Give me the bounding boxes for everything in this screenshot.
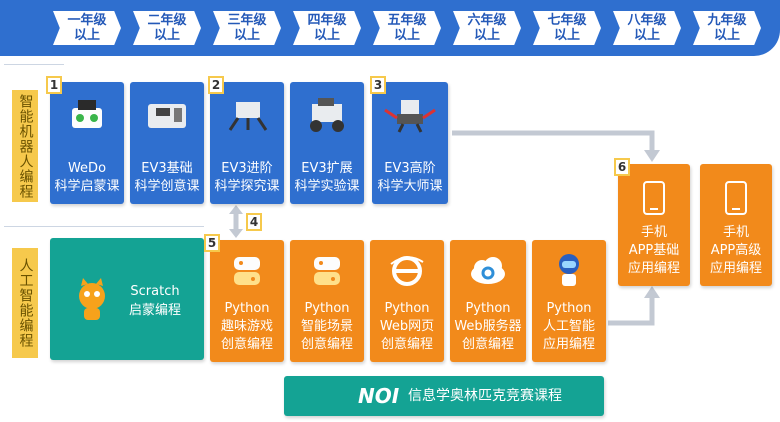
course-ev3-basic[interactable]: EV3基础 科学创意课 [130,82,204,204]
python-icon [234,257,260,285]
course-label: Python 人工智能 应用编程 [542,301,595,352]
noi-course-bar[interactable]: NOI 信息学奥林匹克竞赛课程 [284,376,604,416]
phone-icon [725,181,747,215]
divider-middle [4,226,204,227]
course-python-scene[interactable]: Python 智能场景 创意编程 [290,240,364,362]
grade-4: 四年级 以上 [293,11,361,45]
python-icon [314,257,340,285]
course-ev3-master[interactable]: EV3高阶 科学大师课 [372,82,448,204]
ev3-advanced-robot-icon [384,100,436,133]
course-app-basic[interactable]: 手机 APP基础 应用编程 [618,164,690,286]
course-label: 手机 APP基础 应用编程 [627,225,680,276]
cloud-gear-icon [471,257,505,284]
course-label: EV3高阶 科学大师课 [377,161,443,194]
badge-3: 3 [370,76,386,94]
course-label: Python 趣味游戏 创意编程 [220,301,273,352]
course-ev3-extension[interactable]: EV3扩展 科学实验课 [290,82,364,204]
ev3-vehicle-icon [310,98,344,132]
ai-robot-icon [559,254,579,286]
course-app-advanced[interactable]: 手机 APP高级 应用编程 [700,164,772,286]
noi-logo: NOI [358,384,400,408]
grade-8: 八年级 以上 [613,11,681,45]
ev3-walker-icon [228,102,268,131]
ie-browser-icon [390,256,424,286]
grade-1: 一年级 以上 [53,11,121,45]
phone-icon [643,181,665,215]
scratch-cat-icon [79,278,105,320]
grade-6: 六年级 以上 [453,11,521,45]
course-label: 手机 APP高级 应用编程 [709,225,762,276]
divider-top [4,64,64,65]
course-label: Scratch 启蒙编程 [128,284,181,318]
track-label-ai: 人工智能编程 [12,248,38,358]
course-wedo[interactable]: WeDo 科学启蒙课 [50,82,124,204]
course-scratch[interactable]: Scratch 启蒙编程 [50,238,204,360]
course-python-game[interactable]: Python 趣味游戏 创意编程 [210,240,284,362]
track-label-robot: 智能机器人编程 [12,90,38,202]
course-label: EV3扩展 科学实验课 [294,161,360,194]
course-ev3-advanced[interactable]: EV3进阶 科学探究课 [210,82,284,204]
badge-4: 4 [246,213,262,231]
course-label: Python 智能场景 创意编程 [300,301,353,352]
wedo-robot-icon [72,100,102,128]
badge-5: 5 [204,234,220,252]
grade-3: 三年级 以上 [213,11,281,45]
course-python-ai[interactable]: Python 人工智能 应用编程 [532,240,606,362]
course-label: EV3基础 科学创意课 [134,161,200,194]
grade-2: 二年级 以上 [133,11,201,45]
grade-7: 七年级 以上 [533,11,601,45]
course-python-web[interactable]: Python Web网页 创意编程 [370,240,444,362]
badge-6: 6 [614,158,630,176]
course-python-server[interactable]: Python Web服务器 创意编程 [450,240,526,362]
course-label: WeDo 科学启蒙课 [54,161,120,194]
ev3-brick-icon [148,104,186,128]
course-label: EV3进阶 科学探究课 [214,161,280,194]
grade-5: 五年级 以上 [373,11,441,45]
badge-1: 1 [46,76,62,94]
grade-9: 九年级 以上 [693,11,761,45]
noi-label: 信息学奥林匹克竞赛课程 [408,388,562,404]
course-label: Python Web网页 创意编程 [379,301,435,352]
badge-2: 2 [208,76,224,94]
course-label: Python Web服务器 创意编程 [454,301,522,352]
